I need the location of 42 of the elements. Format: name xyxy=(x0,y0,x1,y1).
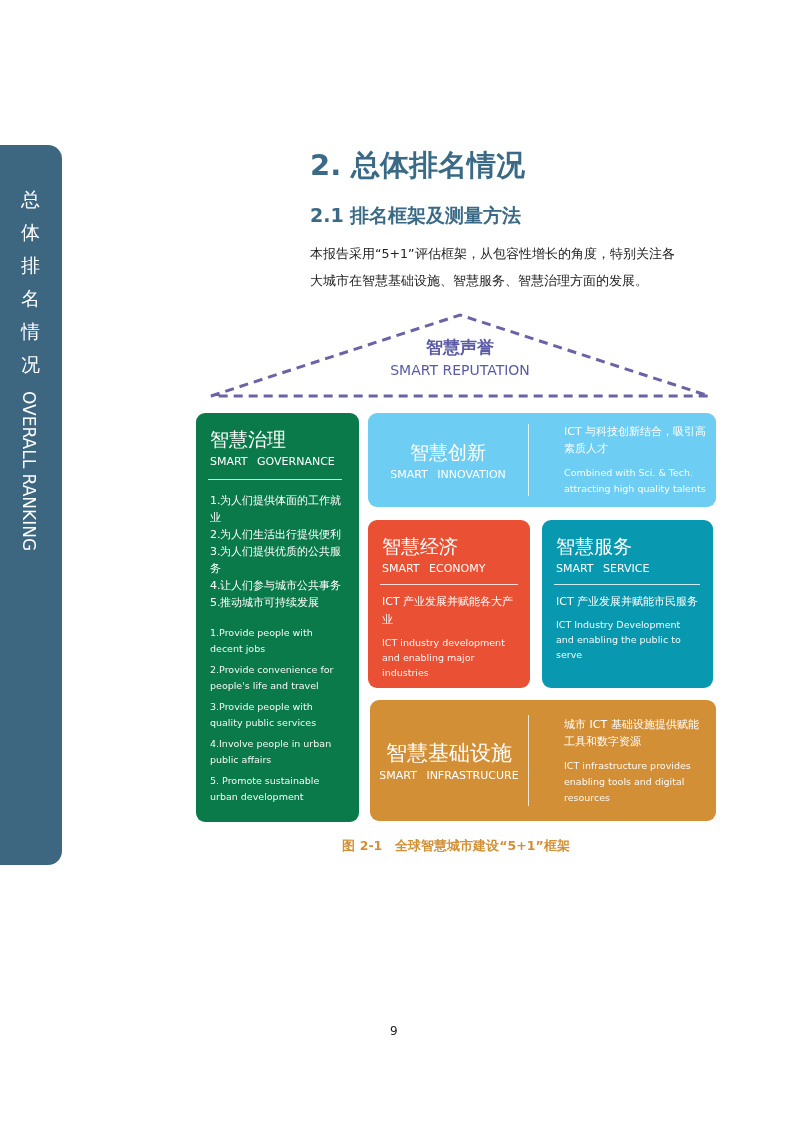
description-text: ICT industry development and enabling major industries xyxy=(382,636,506,680)
description-text: ICT 产业发展并赋能各大产业 xyxy=(382,594,515,628)
description-text: 1.Provide people with decent jobs xyxy=(210,626,314,656)
card-heading: 智慧治理 xyxy=(210,427,287,451)
description-text: 4.让人们参与城市公共事务 xyxy=(210,578,343,594)
side-tab-title: 总体排名情况 xyxy=(20,187,40,377)
description-text: Combined with Sci. & Tech. attracting high quality talents xyxy=(564,466,707,496)
roof-heading: 智慧声誉 xyxy=(426,337,494,357)
roof-subheading: SMART REPUTATION xyxy=(390,362,530,378)
description-text: ICT infrastructure provides enabling tools and digital resources xyxy=(564,758,692,805)
page-number: 9 xyxy=(390,1024,398,1038)
description-text: 2.Provide convenience for people's life and travel xyxy=(210,663,335,693)
description-text: 1.为人们提供体面的工作就业 xyxy=(210,493,343,526)
card-heading: 智慧经济 xyxy=(382,534,459,558)
description-text: 4.Involve people in urban public affairs xyxy=(210,737,333,767)
description-text: ICT 与科技创新结合，吸引高素质人才 xyxy=(564,424,708,457)
section-title: 2. 总体排名情况 xyxy=(310,147,526,184)
description-text: ICT Industry Development and enabling the public to serve xyxy=(556,618,682,662)
category-card xyxy=(368,413,716,507)
subsection-title: 2.1 排名框架及测量方法 xyxy=(310,203,522,228)
description-text: ICT 产业发展并赋能市民服务 xyxy=(556,594,700,610)
category-card xyxy=(196,413,359,822)
card-subheading: SMART INNOVATION xyxy=(390,468,506,482)
card-subheading: SMART SERVICE xyxy=(556,562,651,576)
description-text: 5. Promote sustainable urban development xyxy=(210,774,321,804)
card-subheading: SMART INFRASTRUCURE xyxy=(379,768,519,783)
description-text: 2.为人们生活出行提供便利 xyxy=(210,527,343,543)
card-subheading: SMART GOVERNANCE xyxy=(210,455,336,469)
description-text: 3.为人们提供优质的公共服务 xyxy=(210,544,343,577)
description-text: 5.推动城市可持续发展 xyxy=(210,595,321,611)
description-text: 3.Provide people with quality public services xyxy=(210,700,318,730)
figure-caption: 图 2-1 全球智慧城市建设“5+1”框架 xyxy=(341,838,571,855)
category-card xyxy=(542,520,713,688)
side-tab-subtitle: OVERALL RANKING xyxy=(19,391,39,552)
card-subheading: SMART ECONOMY xyxy=(382,562,487,576)
category-card xyxy=(368,520,530,688)
card-heading: 智慧基础设施 xyxy=(386,739,512,767)
category-card xyxy=(370,700,716,821)
description-text: 城市 ICT 基础设施提供赋能工具和数字资源 xyxy=(564,716,700,750)
card-heading: 智慧创新 xyxy=(410,440,486,465)
card-heading: 智慧服务 xyxy=(556,534,633,558)
intro-paragraph: 本报告采用“5+1”评估框架，从包容性增长的角度，特别关注各大城市在智慧基础设施、智慧服务、智慧治理方面的发展。 xyxy=(310,245,676,290)
